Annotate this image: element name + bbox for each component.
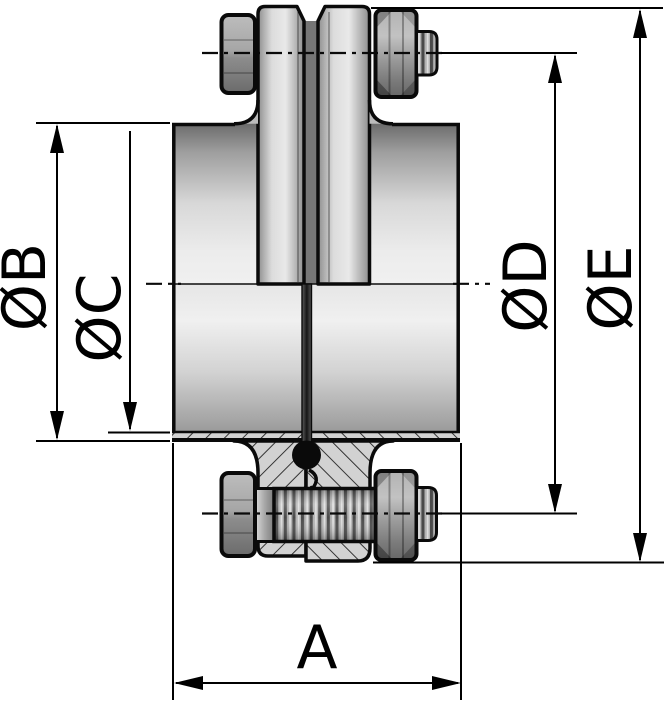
gasket-and-seal bbox=[292, 283, 321, 491]
dim-label-d: ØD bbox=[491, 239, 561, 332]
joint-gap-band bbox=[304, 21, 318, 284]
gasket-bar bbox=[301, 283, 313, 443]
dim-label-c: ØC bbox=[65, 273, 135, 362]
dimensions: ØB ØC ØD ØE bbox=[0, 7, 664, 700]
bottom-nut bbox=[373, 469, 419, 562]
pipe-bore-section bbox=[172, 284, 460, 432]
pipe-wall-section-right bbox=[306, 432, 460, 440]
dim-label-a: A bbox=[296, 613, 337, 683]
dimension-diameter-d: ØD bbox=[441, 52, 577, 515]
bottom-bolt-collar bbox=[253, 487, 276, 543]
dim-label-e: ØE bbox=[576, 245, 646, 330]
flange-plate-left bbox=[256, 4, 306, 286]
flange-joint-upper bbox=[256, 4, 372, 286]
dimension-diameter-c: ØC bbox=[65, 131, 170, 434]
centerlines bbox=[146, 51, 490, 515]
dimension-length-a: A bbox=[172, 443, 462, 700]
dimension-diameter-e: ØE bbox=[371, 7, 664, 564]
flange-plate-right bbox=[316, 4, 372, 286]
dimension-diameter-b: ØB bbox=[0, 122, 170, 442]
flange-neck-fillets-upper bbox=[233, 99, 394, 126]
oring-seal-dot bbox=[292, 440, 321, 470]
dim-label-b: ØB bbox=[0, 243, 60, 331]
pipe-outline bbox=[172, 122, 460, 440]
pipe-wall-section-left bbox=[172, 432, 306, 440]
